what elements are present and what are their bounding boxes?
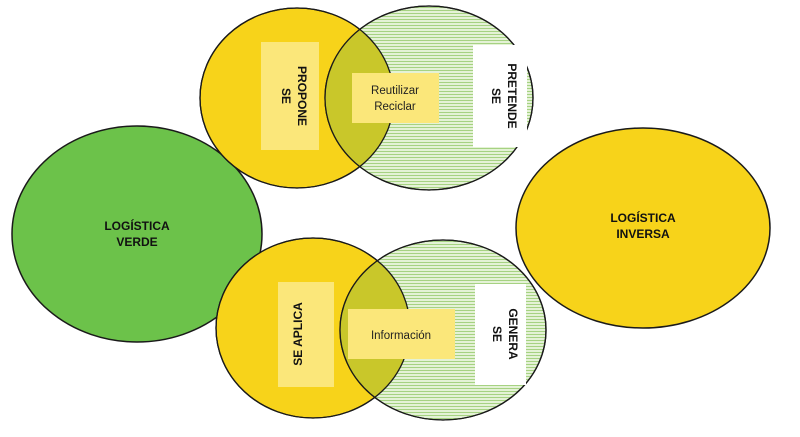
circle-logistica-verde: LOGÍSTICA VERDE bbox=[11, 125, 263, 343]
center-top-line1: Reutilizar bbox=[371, 85, 419, 97]
se-aplica-box bbox=[278, 282, 334, 387]
bottom-venn: SE APLICA Información SE GENERA bbox=[215, 237, 547, 421]
center-top-line2: Reciclar bbox=[374, 101, 416, 113]
informacion-box bbox=[348, 309, 455, 359]
logistica-verde-line2: VERDE bbox=[116, 235, 157, 249]
se-genera-line2: GENERA bbox=[506, 308, 520, 360]
top-venn-overlap bbox=[325, 8, 394, 188]
center-bottom-label: Información bbox=[371, 330, 431, 342]
se-aplica-label: SE APLICA bbox=[291, 302, 305, 366]
se-pretende-box bbox=[473, 45, 527, 147]
se-propone-line1: SE bbox=[279, 88, 293, 104]
se-genera-line1: SE bbox=[490, 326, 504, 342]
se-pretende-line2: PRETENDE bbox=[505, 63, 519, 128]
logistica-verde-line1: LOGÍSTICA bbox=[104, 218, 170, 233]
top-venn: SE PROPONE Reutilizar Reciclar SE PRETEN… bbox=[199, 5, 534, 191]
se-propone-box bbox=[261, 42, 319, 150]
circle-logistica-inversa: LOGÍSTICA INVERSA bbox=[515, 127, 771, 329]
logistica-inversa-line2: INVERSA bbox=[616, 227, 670, 241]
se-pretende-line1: SE bbox=[489, 88, 503, 104]
se-propone-line2: PROPONE bbox=[295, 66, 309, 126]
logistica-inversa-line1: LOGÍSTICA bbox=[610, 210, 676, 225]
reutilizar-reciclar-box bbox=[352, 73, 439, 123]
se-genera-box bbox=[475, 284, 526, 385]
bottom-venn-overlap bbox=[340, 240, 410, 418]
